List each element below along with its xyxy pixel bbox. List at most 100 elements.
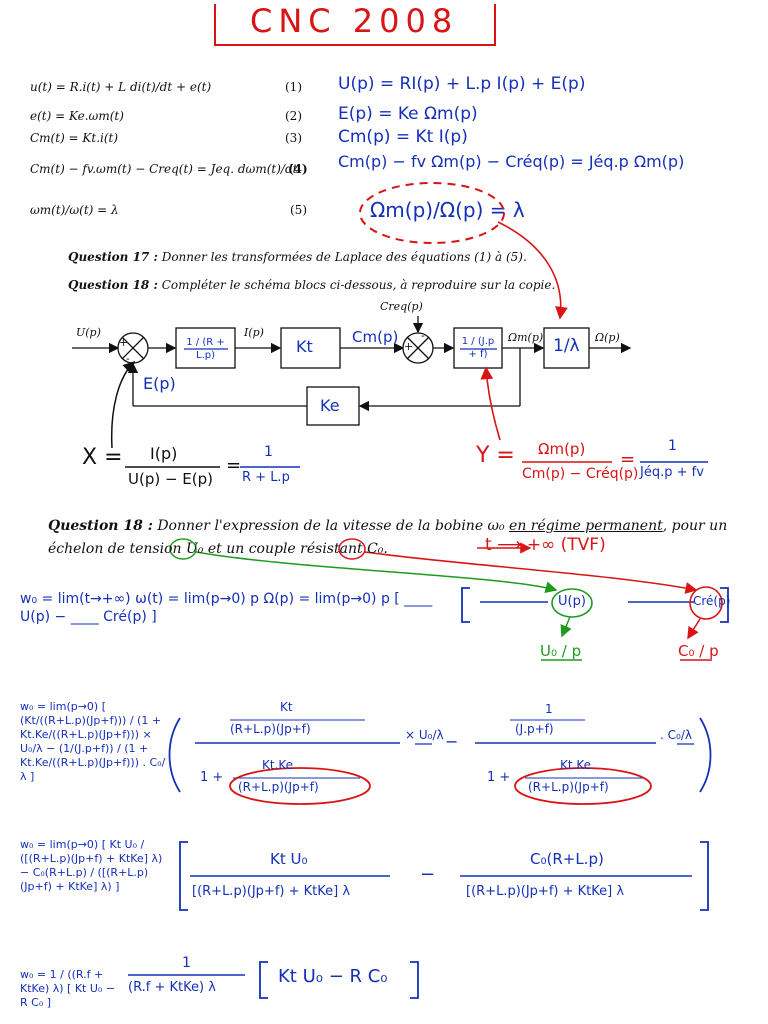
x-eq-den: U(p) − E(p) [128,470,214,488]
solution-line-3: w₀ = lim(p→0) [ Kt U₀ / ([(R+L.p)(Jp+f) … [20,838,163,893]
line2-den3: (R+L.p)(Jp+f) [528,780,609,794]
line3-den2: [(R+L.p)(Jp+f) + KtKe] λ [466,884,625,899]
block-lambda [543,327,590,369]
current-label: I(p) [244,326,264,339]
answer-1: U(p) = RI(p) + L.p I(p) + E(p) [338,74,586,94]
block-1 [175,327,236,369]
creq-label: Creq(p) [380,300,423,313]
answer-3: Cm(p) = Kt I(p) [338,127,468,147]
question-18b-label: Question 18 : [48,518,153,534]
answer-5-highlight [359,182,505,244]
y-eq-eq: = [620,449,636,470]
y-eq-num: Ωm(p) [538,440,586,458]
y-arrow [480,366,501,441]
line2-c0-lambda: . C₀/λ [660,728,692,742]
sum1-minus: - [126,352,130,365]
equation-3: Cm(t) = Kt.i(t) [30,131,119,145]
y-eq-rden: Jéq.p + fv [640,465,704,480]
line2-one1: 1 + [200,770,224,785]
block-ke [306,386,360,426]
question-18a: Question 18 : Compléter le schéma blocs … [68,278,555,292]
x-eq-rnum: 1 [264,444,273,460]
crep-term: Cré(p) [693,594,731,608]
x-arrow [110,360,136,449]
solution-line-4: w₀ = 1 / ((R.f + KtKe) λ) [ Kt U₀ − R C₀… [20,968,116,1009]
block-2-label: 1 / (J.p + f) [461,336,495,360]
title-box [214,4,496,46]
equation-1: u(t) = R.i(t) + L di(t)/dt + e(t) [30,80,212,94]
line2-u0-lambda: × U₀/λ [405,728,444,742]
block-kt [280,327,341,369]
equation-4: Cm(t) − fv.ωm(t) − Creq(t) = Jeq. dωm(t)… [30,162,298,176]
up-term: U(p) [558,594,586,609]
equation-number-3: (3) [285,131,302,145]
y-eq-rnum: 1 [668,438,677,454]
question-18a-text: Compléter le schéma blocs ci-dessous, à … [157,278,556,292]
line4-den: (R.f + KtKe) λ [128,980,216,995]
answer-2: E(p) = Ke Ωm(p) [338,104,478,124]
block-lambda-label: 1/λ [553,336,580,356]
up-circle [551,588,593,618]
solution-line-1: w₀ = lim(t→+∞) ω(t) = lim(p→0) p Ω(p) = … [20,591,433,625]
c0-circle [338,538,366,560]
block-ke-label: Ke [320,396,340,415]
x-eq-num: I(p) [150,444,178,463]
block-kt-label: Kt [296,337,313,356]
question-18b-line2-c: . [383,541,388,557]
equation-2: e(t) = Ke.ωm(t) [30,109,124,123]
x-eq-eq: = [226,455,242,476]
question-18b-underlined: en régime permanent [509,518,663,534]
question-18b-line2-b: et un couple résistant [203,541,368,557]
question-17-label: Question 17 : [68,250,158,264]
line2-jpf: (J.p+f) [515,722,554,736]
block-1-label: 1 / (R + L.p) [186,337,225,361]
question-18b-text-1: Donner l'expression de la vitesse de la … [152,518,510,534]
page-title: CNC 2008 [250,2,459,40]
u0-circle [169,538,197,560]
equation-number-1: (1) [285,80,302,94]
input-label: U(p) [76,326,101,339]
line2-ktke1: Kt.Ke [262,758,294,772]
equation-number-4: (4) [288,162,308,176]
lambda-link-arrow [497,221,568,320]
sum2-minus: - [421,329,425,342]
x-eq-lhs: X = [82,445,123,470]
question-18b-text-2: , pour un [662,518,728,534]
feedback-label: E(p) [143,374,176,393]
sum1-plus: + [119,336,129,349]
equation-number-2: (2) [285,109,302,123]
crep-circle [689,586,723,620]
answer-4: Cm(p) − fv Ωm(p) − Créq(p) = Jéq.p Ωm(p) [338,152,685,171]
question-17-text: Donner les transformées de Laplace des é… [157,250,527,264]
y-eq-den: Cm(p) − Créq(p) [522,466,639,482]
line4-bracket-content: Kt U₀ − R C₀ [278,966,388,987]
block-2 [453,327,503,369]
line2-den1: (R+L.p)(Jp+f) [230,722,311,736]
line2-kt: Kt [280,700,293,714]
equation-number-5: (5) [290,203,307,217]
c0-over-p: C₀ / p [678,642,719,660]
question-18b-u0: U₀ [185,541,204,557]
cm-label: Cm(p) [352,328,399,346]
question-18b-line2-a: échelon de tension [48,541,186,557]
line2-minus: − [445,732,459,751]
line2-den2: (R+L.p)(Jp+f) [238,780,319,794]
line3-num2: C₀(R+L.p) [530,850,604,868]
tvf-note: t ⟶ +∞ (TVF) [485,535,606,555]
omega-m-label: Ωm(p) [508,331,544,344]
question-18b: Question 18 : Donner l'expression de la … [48,518,727,534]
equation-5: ωm(t)/ω(t) = λ [30,203,119,217]
line3-den1: [(R+L.p)(Jp+f) + KtKe] λ [192,884,351,899]
line3-num1: Kt U₀ [270,850,308,868]
output-label: Ω(p) [595,331,620,344]
u0-over-p: U₀ / p [540,642,582,660]
solution-line-2: w₀ = lim(p→0) [ (Kt/((R+L.p)(Jp+f))) / (… [20,700,166,783]
line3-minus: − [420,864,436,885]
question-17: Question 17 : Donner les transformées de… [68,250,527,264]
line4-num: 1 [182,955,191,971]
line2-ktke2: Kt.Ke [560,758,592,772]
question-18b-line2: échelon de tension U₀ et un couple résis… [48,541,388,557]
line2-one-num: 1 [545,702,553,716]
x-eq-rden: R + L.p [242,470,290,485]
line2-one2: 1 + [487,770,511,785]
